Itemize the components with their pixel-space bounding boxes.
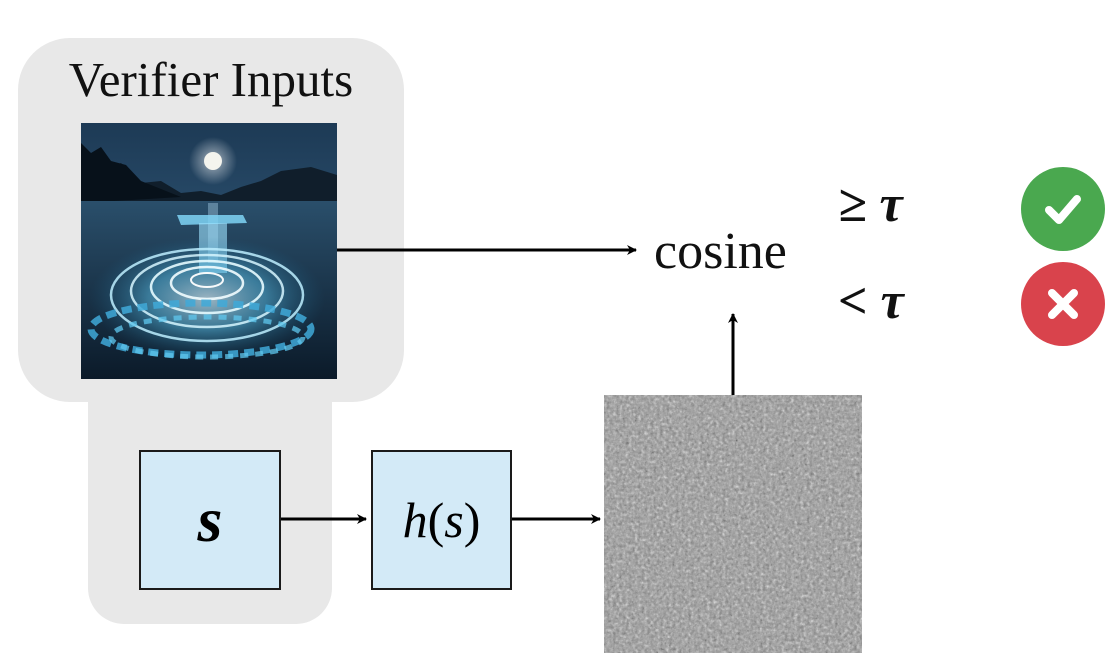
input-image: [81, 123, 337, 379]
fail-condition: < τ: [838, 273, 904, 330]
hash-open-paren: (: [427, 492, 445, 548]
hash-function-name: h: [402, 492, 428, 548]
noise-pattern-image: [604, 395, 862, 653]
cosine-label: cosine: [654, 223, 787, 280]
secret-label: s: [197, 484, 223, 555]
cross-icon: [1021, 262, 1105, 346]
hash-argument: s: [444, 492, 464, 548]
check-icon: [1021, 167, 1105, 251]
verifier-inputs-title: Verifier Inputs: [68, 52, 354, 107]
hash-function-box: h(s): [371, 450, 512, 590]
secret-box: s: [139, 450, 281, 590]
hash-close-paren: ): [463, 492, 481, 548]
pass-condition: ≥ τ: [838, 176, 903, 233]
